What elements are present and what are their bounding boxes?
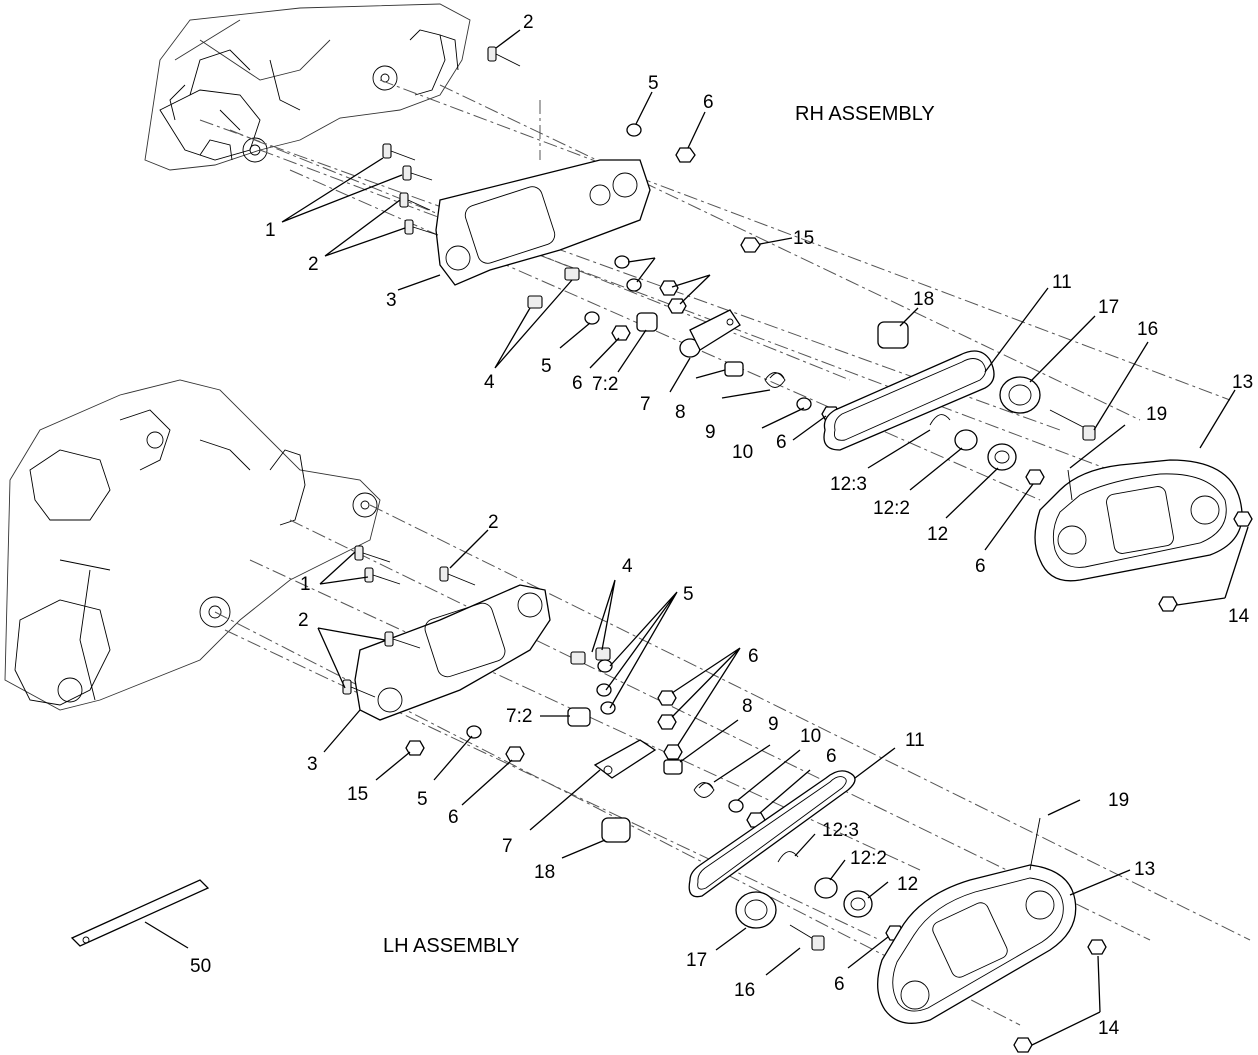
callout: 8 (675, 402, 686, 423)
lh-bolts (342, 545, 476, 698)
callout: 2 (488, 512, 499, 533)
rh-bolts (382, 46, 521, 236)
callout: 12:2 (873, 498, 910, 519)
callout: 6 (776, 432, 787, 453)
callout: 4 (484, 372, 495, 393)
rh-belt-cover (1034, 459, 1253, 612)
rh-belt (823, 350, 995, 451)
rh-idler (929, 414, 1045, 485)
callout: 6 (448, 807, 459, 828)
callout: 12:2 (850, 848, 887, 869)
callout: 12 (897, 874, 918, 895)
callout: 50 (190, 956, 211, 977)
rh-callouts: 2 5 6 1 2 3 4 5 6 7:2 7 8 9 10 6 15 18 1… (265, 12, 1253, 627)
callout: 7 (640, 394, 651, 415)
callout: 18 (534, 862, 555, 883)
callout: 5 (541, 356, 552, 377)
callout: 16 (1137, 319, 1158, 340)
rh-pulley (999, 376, 1096, 441)
lh-assembly-title: LH ASSEMBLY (383, 935, 519, 957)
part-50-strip (70, 879, 210, 947)
callout: 13 (1134, 859, 1155, 880)
callout: 1 (265, 220, 276, 241)
rh-assembly-drawing (144, 3, 1253, 612)
callout: 7 (502, 836, 513, 857)
rh-mount-plate (435, 159, 651, 286)
lh-belt (688, 770, 856, 898)
lh-assembly-drawing (4, 379, 1251, 1053)
rh-assembly-title: RH ASSEMBLY (795, 103, 935, 125)
callout: 2 (298, 610, 309, 631)
callout: 5 (648, 73, 659, 94)
callout: 11 (1052, 272, 1072, 293)
callout: 10 (732, 442, 753, 463)
lh-belt-cover (877, 817, 1107, 1053)
lh-leaders (144, 529, 1131, 1046)
lh-idler (777, 851, 905, 941)
callout: 18 (913, 289, 934, 310)
callout: 15 (347, 784, 368, 805)
lh-callouts: 2 1 2 3 15 5 6 4 5 6 7:2 8 9 10 6 11 7 1… (298, 512, 1155, 1039)
callout: 7:2 (592, 374, 618, 395)
callout: 4 (622, 556, 633, 577)
callout: 6 (748, 646, 759, 667)
callout: 17 (686, 950, 707, 971)
callout: 2 (308, 254, 319, 275)
callout: 10 (800, 726, 821, 747)
callout: 6 (826, 746, 837, 767)
callout: 1 (300, 574, 311, 595)
callout: 6 (975, 556, 986, 577)
callout: 13 (1232, 372, 1253, 393)
callout: 19 (1146, 404, 1167, 425)
callout: 6 (703, 92, 714, 113)
rh-leaders (281, 29, 1249, 606)
lh-frame-sketch (4, 379, 381, 711)
lh-mount-plate (354, 584, 551, 721)
callout: 7:2 (506, 706, 532, 727)
callout: 9 (705, 422, 716, 443)
callout: 12 (927, 524, 948, 545)
callout: 15 (793, 228, 814, 249)
callout: 6 (834, 974, 845, 995)
rh-frame-sketch (144, 3, 471, 171)
callout: 3 (307, 754, 318, 775)
callout: 5 (683, 584, 694, 605)
callout: 8 (742, 696, 753, 717)
callout: 5 (417, 789, 428, 810)
misc-callouts: 50 (190, 956, 211, 977)
callout: 19 (1108, 790, 1129, 811)
callout: 12:3 (830, 474, 867, 495)
callout: 17 (1098, 297, 1119, 318)
callout: 2 (523, 12, 534, 33)
callout: 6 (572, 373, 583, 394)
callout: 16 (734, 980, 755, 1001)
callout: 14 (1228, 606, 1250, 627)
callout: 12:3 (822, 820, 859, 841)
callout: 3 (386, 290, 397, 311)
callout: 11 (905, 730, 925, 751)
callout: 9 (768, 714, 779, 735)
lh-pulley (735, 891, 825, 951)
callout: 14 (1098, 1018, 1120, 1039)
